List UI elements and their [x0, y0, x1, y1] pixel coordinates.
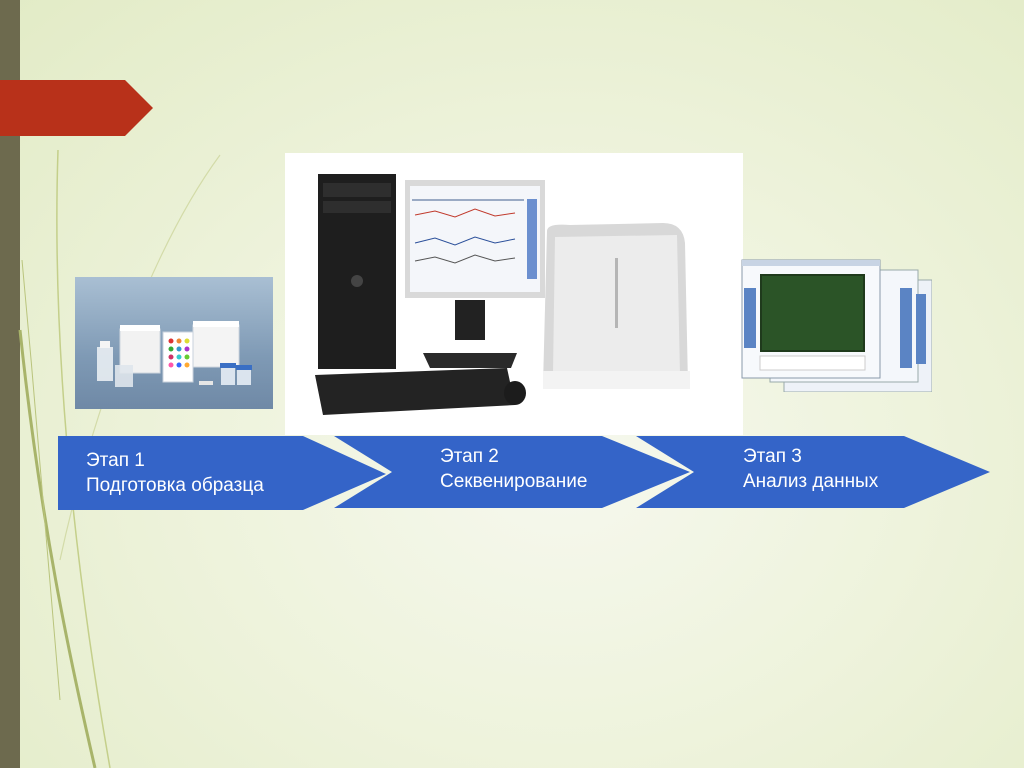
stage-2-number: Этап 2 — [440, 446, 499, 467]
analysis-software-screens — [740, 258, 932, 392]
stage-2-label: Этап 2 Секвенирование — [440, 444, 587, 494]
stage-1-label: Этап 1 Подготовка образца — [86, 448, 264, 498]
stage-3-number: Этап 3 — [743, 446, 802, 467]
red-pennant-tab — [0, 80, 153, 136]
stage-2-arrow — [334, 436, 690, 508]
left-decorative-bar — [0, 0, 20, 768]
stage-3-label: Этап 3 Анализ данных — [743, 444, 878, 494]
sequencer-workstation-photo — [285, 153, 743, 435]
stage-1-number: Этап 1 — [86, 450, 145, 471]
stage-3-arrow — [636, 436, 990, 508]
stage-3-title: Анализ данных — [743, 471, 879, 492]
stage-2-title: Секвенирование — [440, 471, 588, 492]
stage-1-arrow — [58, 436, 386, 510]
reagent-kit-photo — [75, 277, 273, 409]
stage-1-title: Подготовка образца — [86, 475, 264, 496]
